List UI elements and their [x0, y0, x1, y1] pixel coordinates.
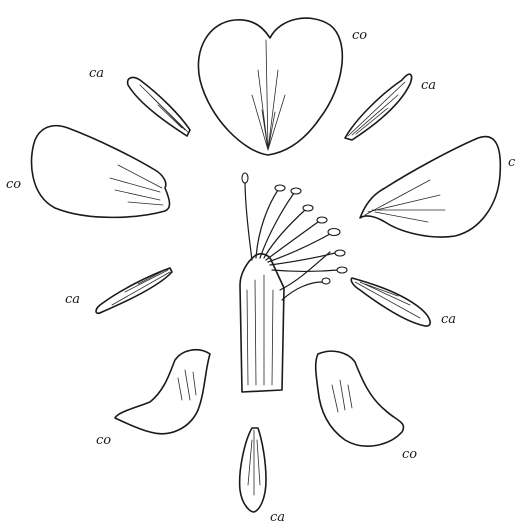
label-ca-lower-right: ca: [441, 312, 456, 327]
label-ca-lower-left: ca: [65, 292, 80, 307]
label-ca-upper-right: ca: [421, 78, 436, 93]
petal-right: [360, 137, 500, 237]
label-ca-upper-left: ca: [89, 66, 104, 81]
sepal-lower-left: [96, 268, 172, 313]
label-co-bottom-left: co: [96, 433, 111, 448]
label-ca-bottom: ca: [270, 510, 285, 525]
petal-top: [198, 18, 342, 155]
sepal-upper-right: [345, 74, 412, 140]
petal-bottom-left: [115, 350, 210, 434]
petal-bottom-right: [316, 351, 404, 446]
label-co-right: c: [508, 155, 516, 170]
label-co-left: co: [6, 177, 21, 192]
sepal-upper-left: [128, 78, 190, 136]
label-co-top: co: [352, 28, 367, 43]
sepal-lower-right: [351, 278, 430, 326]
petal-left: [32, 126, 170, 218]
sepal-bottom: [240, 428, 266, 512]
label-co-bottom-right: co: [402, 447, 417, 462]
